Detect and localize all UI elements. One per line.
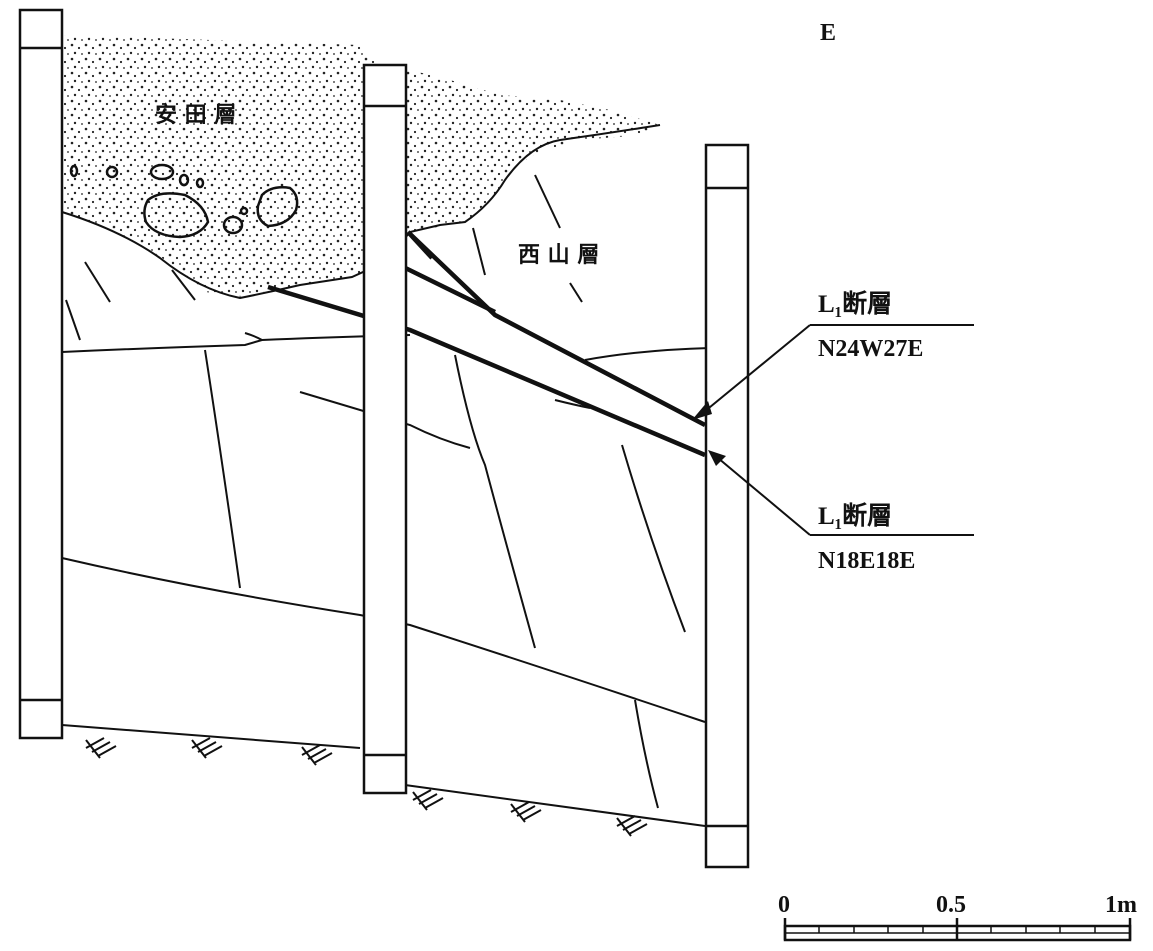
formation-label-nishiyama: 西 山 層 xyxy=(518,243,599,268)
post-left xyxy=(18,8,64,740)
post-bands xyxy=(20,46,748,828)
scale-bar: 0 0.5 1m xyxy=(778,892,1137,942)
fault-annotation-1-name: L₁断層 xyxy=(818,289,892,318)
fault-line-short xyxy=(406,230,434,260)
formation-label-yasuda: 安 田 層 xyxy=(155,102,236,128)
fault-annotation-1-attitude: N24W27E xyxy=(818,336,923,362)
scale-label-0: 0 xyxy=(778,892,790,918)
ground-hatch-marks xyxy=(85,737,648,837)
post-middle xyxy=(362,63,408,795)
scale-label-1m: 1m xyxy=(1105,892,1137,918)
yasuda-formation-area xyxy=(62,35,660,297)
fault-annotation-1-leader xyxy=(703,324,811,413)
fault-line-l1-upper xyxy=(406,230,707,427)
gravel-clasts xyxy=(69,163,299,239)
direction-label: E xyxy=(820,20,836,46)
fault-annotation-2-attitude: N18E18E xyxy=(818,548,915,574)
fault-annotation-2-arrowhead xyxy=(708,450,726,466)
post-right xyxy=(704,143,750,869)
scale-label-half: 0.5 xyxy=(936,892,966,918)
bedding-lines xyxy=(61,332,711,827)
fracture-lines xyxy=(65,174,686,809)
fault-line-l1-lower xyxy=(267,284,706,458)
fault-annotation-2-name: L₁断層 xyxy=(818,501,892,530)
fault-annotation-2-leader xyxy=(717,457,811,536)
trench-posts xyxy=(18,8,750,869)
fault-annotation-1-arrowhead xyxy=(692,401,712,420)
